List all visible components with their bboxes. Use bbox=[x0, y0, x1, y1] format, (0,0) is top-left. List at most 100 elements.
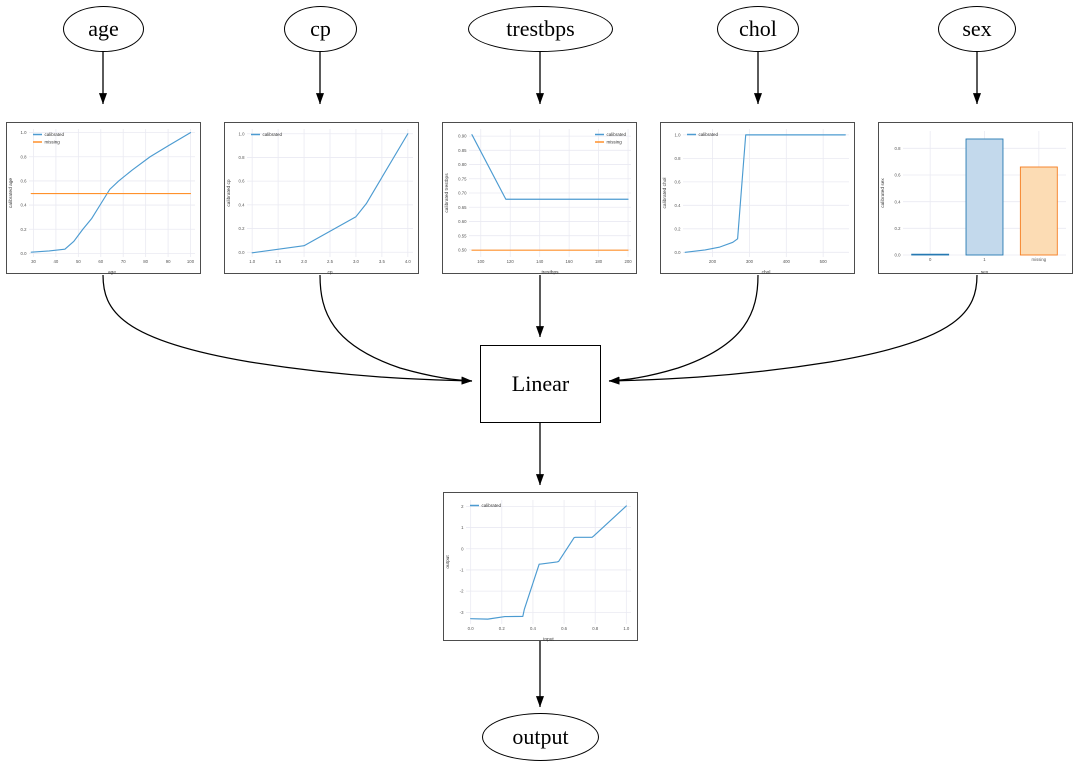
node-chol[interactable]: chol bbox=[717, 6, 799, 52]
svg-text:0.65: 0.65 bbox=[458, 205, 467, 210]
svg-text:3.0: 3.0 bbox=[353, 259, 360, 264]
svg-text:0.75: 0.75 bbox=[458, 176, 467, 181]
svg-text:0.4: 0.4 bbox=[895, 199, 902, 204]
svg-text:0.0: 0.0 bbox=[21, 251, 28, 256]
edge-chol-panel-to-linear bbox=[608, 274, 759, 385]
svg-text:calibrated: calibrated bbox=[482, 503, 502, 508]
node-age-label: age bbox=[88, 16, 119, 41]
svg-text:1.0: 1.0 bbox=[249, 259, 256, 264]
svg-text:0.8: 0.8 bbox=[21, 154, 28, 159]
svg-text:0.2: 0.2 bbox=[239, 226, 246, 231]
svg-text:200: 200 bbox=[709, 259, 717, 264]
svg-text:90: 90 bbox=[166, 259, 171, 264]
svg-text:missing: missing bbox=[607, 140, 623, 145]
svg-text:3.5: 3.5 bbox=[379, 259, 386, 264]
svg-text:chol: chol bbox=[762, 270, 771, 276]
svg-text:1: 1 bbox=[983, 257, 986, 262]
svg-text:calibrated: calibrated bbox=[607, 132, 627, 137]
node-linear[interactable]: Linear bbox=[480, 345, 601, 423]
svg-text:0.0: 0.0 bbox=[239, 250, 246, 255]
svg-text:0.80: 0.80 bbox=[458, 162, 467, 167]
svg-text:2: 2 bbox=[461, 504, 464, 509]
svg-text:70: 70 bbox=[121, 259, 126, 264]
svg-text:0.85: 0.85 bbox=[458, 148, 467, 153]
edge-sex-panel-to-linear bbox=[608, 274, 978, 385]
node-cp[interactable]: cp bbox=[284, 6, 357, 52]
svg-text:calibrated sex: calibrated sex bbox=[880, 178, 886, 208]
svg-text:cp: cp bbox=[327, 271, 332, 276]
svg-text:calibrated: calibrated bbox=[699, 132, 719, 137]
svg-text:calibrated trestbps: calibrated trestbps bbox=[444, 173, 450, 213]
svg-text:0.8: 0.8 bbox=[895, 146, 902, 151]
svg-text:calibrated cp: calibrated cp bbox=[226, 179, 232, 207]
svg-text:calibrated: calibrated bbox=[263, 132, 283, 137]
svg-text:age: age bbox=[108, 271, 116, 276]
node-age[interactable]: age bbox=[63, 6, 144, 52]
node-linear-label: Linear bbox=[511, 371, 570, 396]
node-trestbps[interactable]: trestbps bbox=[468, 6, 613, 52]
svg-text:2.0: 2.0 bbox=[301, 259, 308, 264]
svg-text:100: 100 bbox=[187, 259, 195, 264]
svg-text:500: 500 bbox=[820, 259, 828, 264]
svg-text:0: 0 bbox=[929, 257, 932, 262]
svg-text:60: 60 bbox=[98, 259, 103, 264]
svg-text:0.2: 0.2 bbox=[499, 626, 506, 631]
svg-text:0.8: 0.8 bbox=[592, 626, 599, 631]
svg-text:180: 180 bbox=[595, 259, 603, 264]
svg-text:-2: -2 bbox=[460, 589, 464, 594]
svg-text:400: 400 bbox=[783, 259, 791, 264]
svg-text:40: 40 bbox=[54, 259, 59, 264]
node-output[interactable]: output bbox=[482, 713, 599, 761]
svg-text:calibrated chol: calibrated chol bbox=[662, 178, 668, 209]
svg-text:0: 0 bbox=[461, 546, 464, 551]
svg-text:calibrated age: calibrated age bbox=[8, 178, 14, 208]
edge-cp-panel-to-linear bbox=[319, 274, 473, 385]
node-sex-label: sex bbox=[962, 16, 992, 41]
svg-text:120: 120 bbox=[507, 259, 515, 264]
svg-text:0.6: 0.6 bbox=[561, 626, 568, 631]
svg-text:30: 30 bbox=[31, 259, 36, 264]
svg-text:0.6: 0.6 bbox=[895, 173, 902, 178]
svg-text:0.0: 0.0 bbox=[895, 253, 902, 258]
node-cp-label: cp bbox=[310, 16, 331, 41]
svg-text:-1: -1 bbox=[460, 568, 464, 573]
svg-text:output: output bbox=[445, 555, 451, 569]
svg-text:0.4: 0.4 bbox=[239, 202, 246, 207]
svg-text:0.8: 0.8 bbox=[239, 155, 246, 160]
svg-text:0.2: 0.2 bbox=[675, 226, 682, 231]
svg-text:0.55: 0.55 bbox=[458, 233, 467, 238]
svg-text:trestbps: trestbps bbox=[541, 270, 559, 276]
edge-age-panel-to-linear bbox=[102, 274, 473, 385]
svg-text:0.60: 0.60 bbox=[458, 219, 467, 224]
svg-text:missing: missing bbox=[45, 140, 61, 145]
node-sex[interactable]: sex bbox=[938, 6, 1016, 52]
node-output-label: output bbox=[512, 724, 569, 749]
svg-text:0.6: 0.6 bbox=[239, 179, 246, 184]
svg-text:calibrated: calibrated bbox=[45, 132, 65, 137]
svg-text:0.4: 0.4 bbox=[675, 203, 682, 208]
node-trestbps-label: trestbps bbox=[506, 16, 575, 41]
svg-text:-3: -3 bbox=[460, 610, 464, 615]
svg-text:160: 160 bbox=[566, 259, 574, 264]
svg-text:0.8: 0.8 bbox=[675, 156, 682, 161]
svg-text:140: 140 bbox=[536, 259, 544, 264]
svg-text:1.0: 1.0 bbox=[623, 626, 630, 631]
svg-text:0.50: 0.50 bbox=[458, 247, 467, 252]
svg-text:200: 200 bbox=[624, 259, 632, 264]
svg-text:0.90: 0.90 bbox=[458, 134, 467, 139]
svg-text:0.2: 0.2 bbox=[21, 227, 28, 232]
svg-text:80: 80 bbox=[143, 259, 148, 264]
svg-text:0.6: 0.6 bbox=[675, 179, 682, 184]
